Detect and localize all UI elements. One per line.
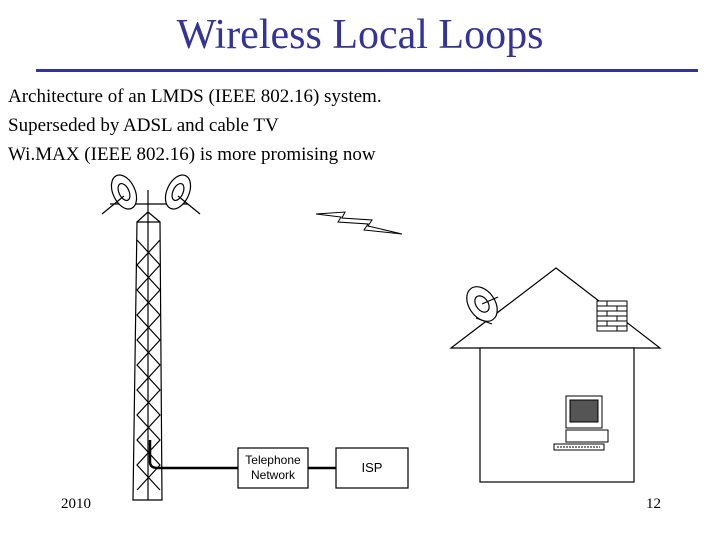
bullet-item: Architecture of an LMDS (IEEE 802.16) sy… <box>8 86 382 107</box>
telephone-network-box: Telephone Network <box>237 447 309 489</box>
dish-antenna-icon <box>466 286 499 325</box>
slide-title: Wireless Local Loops <box>176 12 544 58</box>
computer-icon <box>553 395 609 451</box>
slide-number: 12 <box>646 496 661 512</box>
bullet-item: Wi.MAX (IEEE 802.16) is more promising n… <box>8 144 376 165</box>
telephone-network-label-line1: Telephone <box>245 453 301 467</box>
lightning-signal-icon <box>315 211 403 235</box>
title-underline <box>36 69 698 72</box>
bullet-item: Superseded by ADSL and cable TV <box>8 115 279 136</box>
isp-label: ISP <box>362 460 383 475</box>
bullet-list: Architecture of an LMDS (IEEE 802.16) sy… <box>8 82 382 169</box>
chimney-icon <box>596 300 628 332</box>
isp-box: ISP <box>335 447 409 489</box>
dish-antenna-icon <box>101 174 201 215</box>
telephone-network-label-line2: Network <box>251 468 296 482</box>
tower-icon <box>110 190 188 501</box>
footer-year: 2010 <box>61 496 91 512</box>
